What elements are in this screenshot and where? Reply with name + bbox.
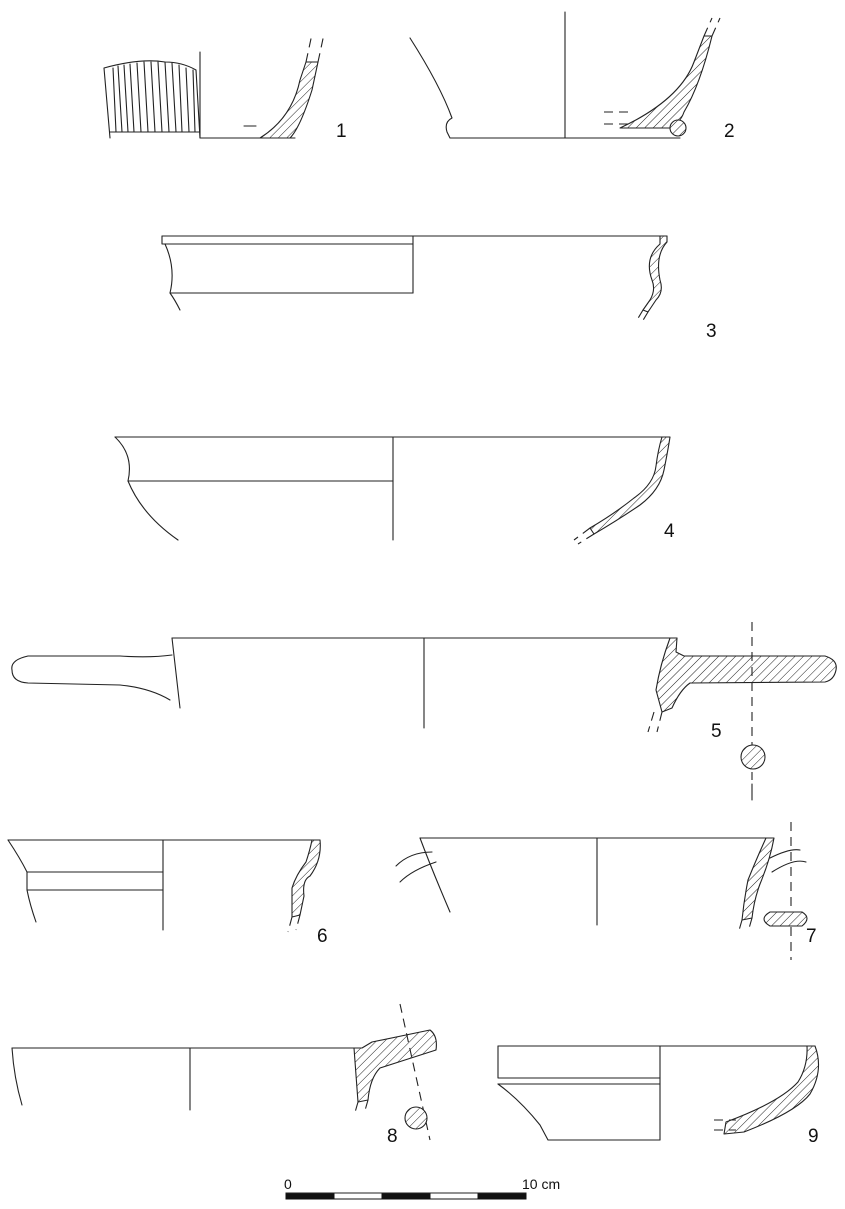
vessel-2-profile — [409, 11, 721, 139]
item-label-8: 8 — [387, 1126, 398, 1147]
vessel-6-profile — [7, 839, 321, 933]
vessel-7-profile — [395, 822, 808, 960]
vessel-1-profile — [103, 33, 325, 139]
vessel-9-profile — [497, 1045, 820, 1141]
item-label-9: 9 — [808, 1126, 819, 1147]
vessel-4-profile — [114, 436, 671, 545]
item-label-2: 2 — [724, 121, 735, 142]
item-label-7: 7 — [806, 926, 817, 947]
vessel-8-profile — [11, 1003, 437, 1141]
vessel-5-profile — [11, 622, 837, 801]
scale-end-label: 10 cm — [522, 1176, 560, 1192]
scale-bar — [285, 1192, 527, 1200]
item-label-3: 3 — [706, 321, 717, 342]
vessel-3-profile — [161, 235, 668, 323]
scale-start-label: 0 — [284, 1176, 292, 1192]
item-label-1: 1 — [336, 121, 347, 142]
vessel-1-flutes — [112, 61, 196, 133]
item-label-4: 4 — [664, 521, 675, 542]
item-label-6: 6 — [317, 926, 328, 947]
item-label-5: 5 — [711, 721, 722, 742]
